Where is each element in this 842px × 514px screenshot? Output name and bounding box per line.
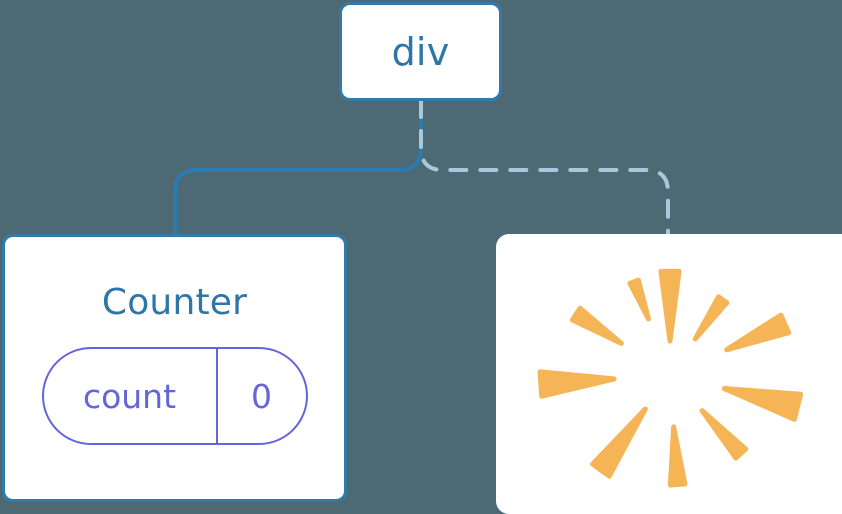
sparkle-burst-icon bbox=[537, 268, 804, 488]
burst-ray-8 bbox=[537, 369, 617, 399]
burst-ray-1 bbox=[658, 268, 682, 344]
counter-state-pill[interactable]: count 0 bbox=[41, 347, 308, 445]
burst-ray-4 bbox=[721, 386, 804, 422]
burst-ray-9 bbox=[569, 305, 624, 346]
counter-node-label: Counter bbox=[101, 282, 248, 323]
div-node-label: div bbox=[391, 29, 450, 74]
burst-ray-6 bbox=[667, 424, 688, 488]
state-value-count: 0 bbox=[251, 376, 272, 416]
burst-node[interactable] bbox=[496, 234, 842, 514]
counter-node[interactable]: Counter count 0 bbox=[2, 234, 347, 502]
burst-ray-7 bbox=[590, 406, 648, 479]
burst-ray-2 bbox=[692, 294, 730, 342]
state-key-count: count bbox=[44, 349, 218, 443]
burst-ray-5 bbox=[699, 408, 749, 461]
burst-ray-10 bbox=[627, 277, 651, 322]
burst-ray-group bbox=[537, 268, 804, 488]
connector-div-to-burst bbox=[419, 99, 670, 238]
connector-div-to-counter bbox=[173, 99, 423, 238]
burst-ray-3 bbox=[724, 312, 792, 353]
div-node[interactable]: div bbox=[339, 2, 502, 101]
